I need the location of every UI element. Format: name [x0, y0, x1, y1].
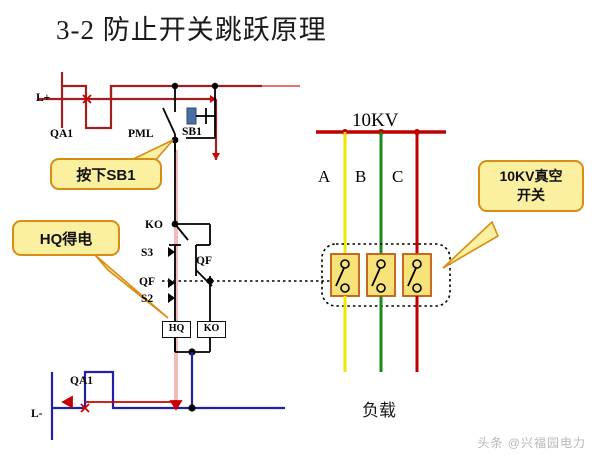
label-phase-c: C	[392, 167, 404, 186]
callout-vacuum-line1: 10KV真空	[499, 168, 563, 184]
callout-vacuum-switch: 10KV真空 开关	[478, 160, 584, 212]
label-s3: S3	[141, 247, 154, 259]
ko-contact	[169, 223, 189, 246]
label-qa1-top: QA1	[50, 128, 73, 140]
vacuum-contact-a	[330, 253, 360, 297]
coil-hq: HQ	[162, 321, 191, 338]
label-10kv-bus: 10KV	[352, 110, 399, 131]
junction-dot-lminus	[188, 404, 196, 412]
label-l-minus: L-	[31, 408, 43, 420]
negative-return-wires	[50, 352, 285, 440]
label-qa1-bottom: QA1	[70, 375, 93, 387]
qf-branch	[175, 223, 213, 320]
label-load: 负载	[362, 401, 396, 420]
label-l-plus: L+	[36, 92, 51, 104]
positive-rail-wires	[38, 72, 262, 160]
callout-leader-hq	[94, 254, 169, 319]
label-qf-mid: QF	[139, 276, 155, 288]
qa1-breaker-mark-bottom	[80, 403, 90, 413]
sb1-push-button	[186, 86, 216, 139]
vacuum-switch-enclosure	[321, 243, 451, 307]
junction-dot-qf	[206, 277, 214, 285]
label-phase-b: B	[355, 167, 367, 186]
current-arrows-top	[210, 95, 220, 160]
page-title: 3-2 防止开关跳跃原理	[56, 15, 327, 45]
label-ko-contact: KO	[145, 219, 163, 231]
vacuum-contact-b	[366, 253, 396, 297]
label-s2: S2	[141, 293, 154, 305]
coil-ko: KO	[197, 321, 226, 338]
label-phase-a: A	[318, 167, 331, 186]
return-current-arrows	[61, 395, 183, 411]
label-sb1: SB1	[182, 126, 202, 138]
callout-leader-vacuum	[442, 220, 500, 269]
callout-press-sb1: 按下SB1	[50, 158, 162, 190]
qa1-breaker-mark-top	[82, 94, 92, 104]
watermark: 头条 @兴福园电力	[477, 436, 586, 450]
vacuum-contact-c	[402, 253, 432, 297]
aux-contact-marks	[168, 247, 175, 303]
callout-vacuum-line2: 开关	[517, 187, 545, 203]
label-qf-branch: QF	[196, 255, 212, 267]
label-pml: PML	[128, 128, 154, 140]
callout-hq-energized: HQ得电	[12, 220, 120, 256]
